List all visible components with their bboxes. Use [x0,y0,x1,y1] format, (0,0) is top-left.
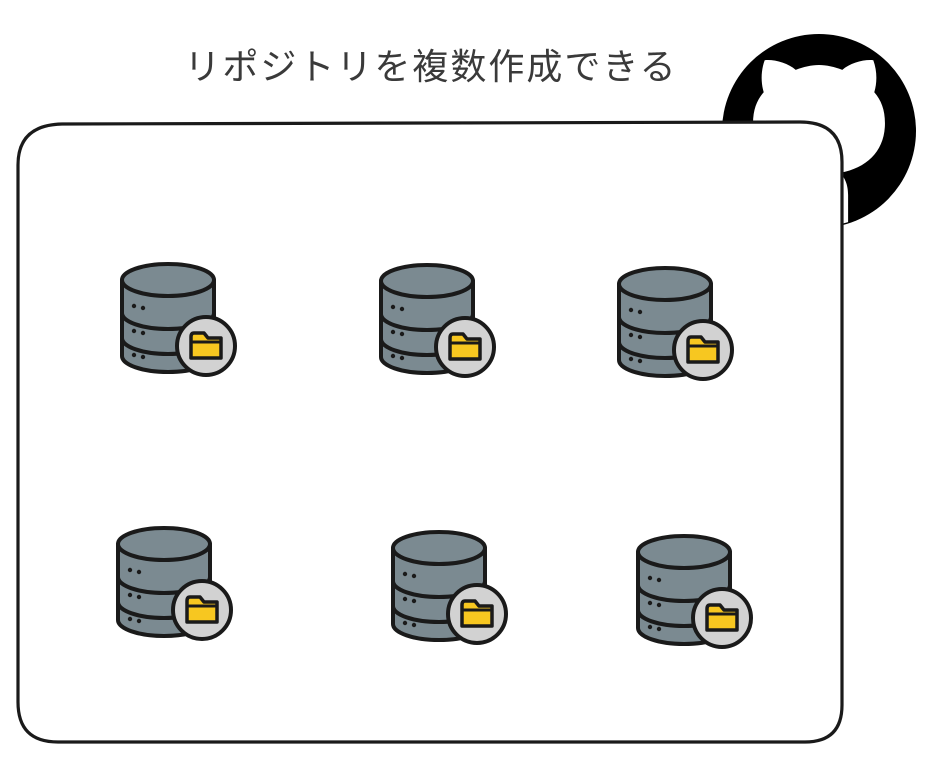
database-folder-icon [120,262,237,377]
database-folder-icon [116,526,233,641]
database-folder-icon [391,530,508,645]
repository-icon-3 [607,262,747,392]
page-title: リポジトリを複数作成できる [184,47,678,88]
repository-icon-5 [381,526,521,656]
database-folder-icon [379,263,496,378]
database-folder-icon [636,534,753,649]
repository-icon-1 [110,258,250,388]
repository-icon-6 [626,530,766,660]
database-folder-icon [617,266,734,381]
repository-icon-2 [369,259,509,389]
repository-icon-4 [106,522,246,652]
